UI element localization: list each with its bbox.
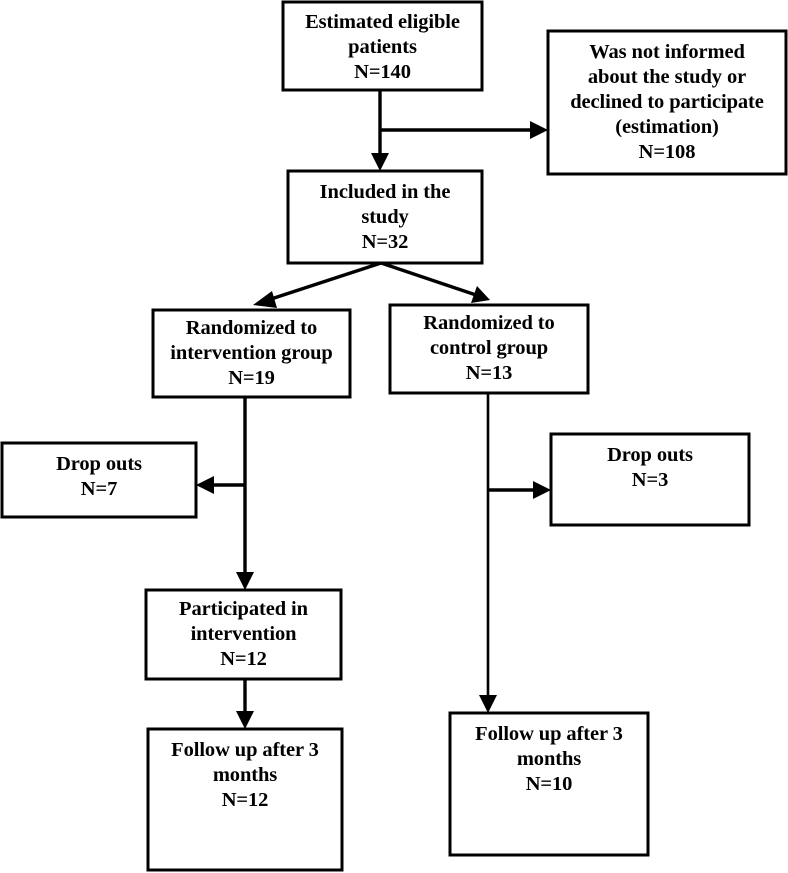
followup-control-box	[448, 711, 650, 857]
edge-included-to-intervention	[253, 261, 382, 308]
dropouts-control-box	[549, 432, 751, 527]
edge-control-to-dropouts	[488, 481, 551, 499]
edge-included-to-control	[380, 261, 490, 303]
edge-participated-to-followup	[236, 679, 254, 729]
followup-intervention-box	[146, 727, 344, 872]
participated-in-intervention-box	[144, 588, 343, 681]
edge-control-to-followup	[479, 393, 497, 713]
included-in-study-box	[286, 169, 484, 265]
not-informed-or-declined-box	[546, 29, 788, 176]
edge-intervention-to-dropouts	[196, 476, 245, 494]
randomized-to-intervention-box	[151, 308, 352, 399]
randomized-to-control-box	[388, 303, 590, 395]
dropouts-intervention-box	[0, 441, 198, 519]
estimated-eligible-patients-box	[281, 0, 484, 92]
edge-eligible-to-not-informed	[380, 121, 548, 139]
edge-intervention-to-participated	[236, 397, 254, 590]
edge-eligible-to-included	[371, 90, 389, 171]
